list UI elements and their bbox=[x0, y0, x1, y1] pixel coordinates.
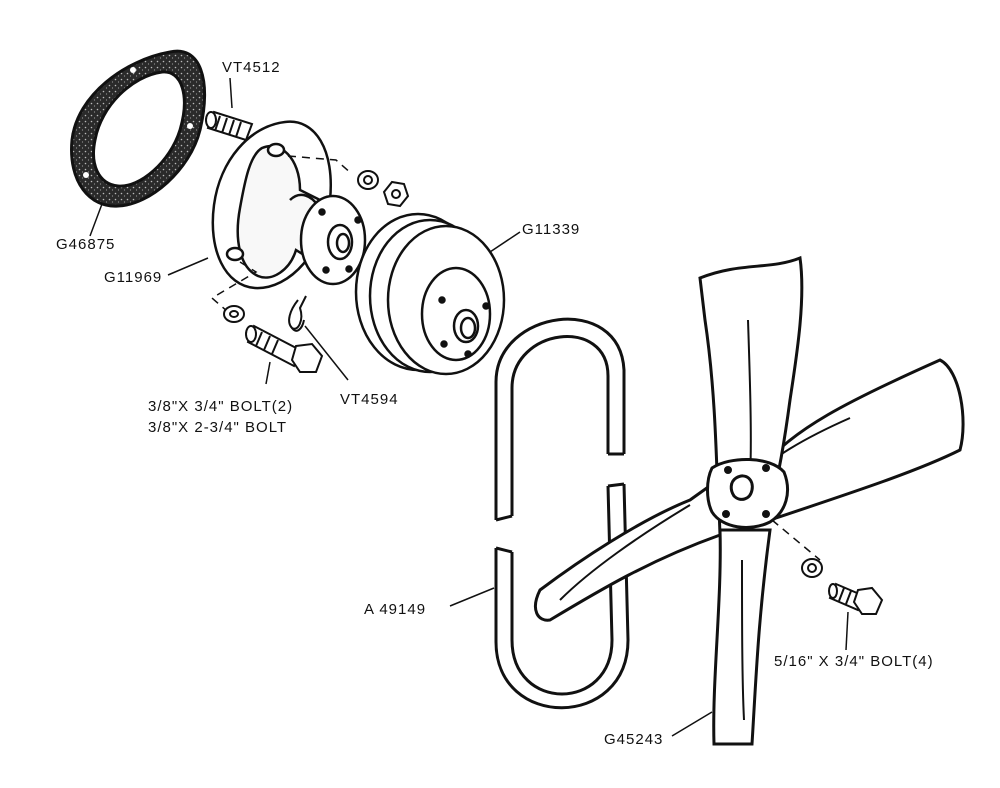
label-hub: G11969 bbox=[104, 269, 162, 286]
fan-bolt-alignment bbox=[771, 519, 821, 561]
pulley-leader bbox=[489, 231, 521, 253]
belt-leader bbox=[449, 587, 495, 607]
label-belt: A 49149 bbox=[364, 601, 426, 618]
hub-part bbox=[211, 120, 367, 290]
nut-part bbox=[382, 180, 410, 208]
label-fan-bolt: 5/16" X 3/4" BOLT(4) bbox=[774, 653, 934, 670]
clip-part bbox=[288, 295, 307, 332]
alignment-lines bbox=[210, 155, 353, 313]
hub-leader bbox=[167, 257, 209, 276]
gasket-leader bbox=[89, 203, 103, 237]
label-bolt-line-1: 3/8"X 3/4" BOLT(2) bbox=[148, 398, 293, 415]
fan-washer-part bbox=[801, 558, 823, 578]
fan-part bbox=[534, 255, 965, 746]
stud-leader bbox=[229, 77, 233, 109]
label-gasket: G46875 bbox=[56, 236, 115, 253]
fan-bolt-part bbox=[828, 582, 884, 615]
hub-bolt-part bbox=[245, 324, 324, 373]
gasket-part bbox=[70, 49, 207, 208]
label-stud: VT4512 bbox=[222, 59, 281, 76]
label-fan: G45243 bbox=[604, 731, 663, 748]
lock-washer-part bbox=[223, 305, 245, 323]
label-pulley: G11339 bbox=[522, 221, 580, 238]
clip-leader bbox=[304, 325, 349, 381]
pulley-part bbox=[354, 212, 506, 376]
washer-part bbox=[357, 170, 379, 190]
belt-part bbox=[494, 317, 630, 710]
fan-leader bbox=[671, 711, 713, 737]
label-clip: VT4594 bbox=[340, 391, 399, 408]
bolt-leader bbox=[265, 361, 271, 385]
label-bolt-line-2: 3/8"X 2-3/4" BOLT bbox=[148, 419, 287, 436]
fan-bolt-leader bbox=[845, 611, 849, 651]
stud-part bbox=[205, 110, 254, 142]
